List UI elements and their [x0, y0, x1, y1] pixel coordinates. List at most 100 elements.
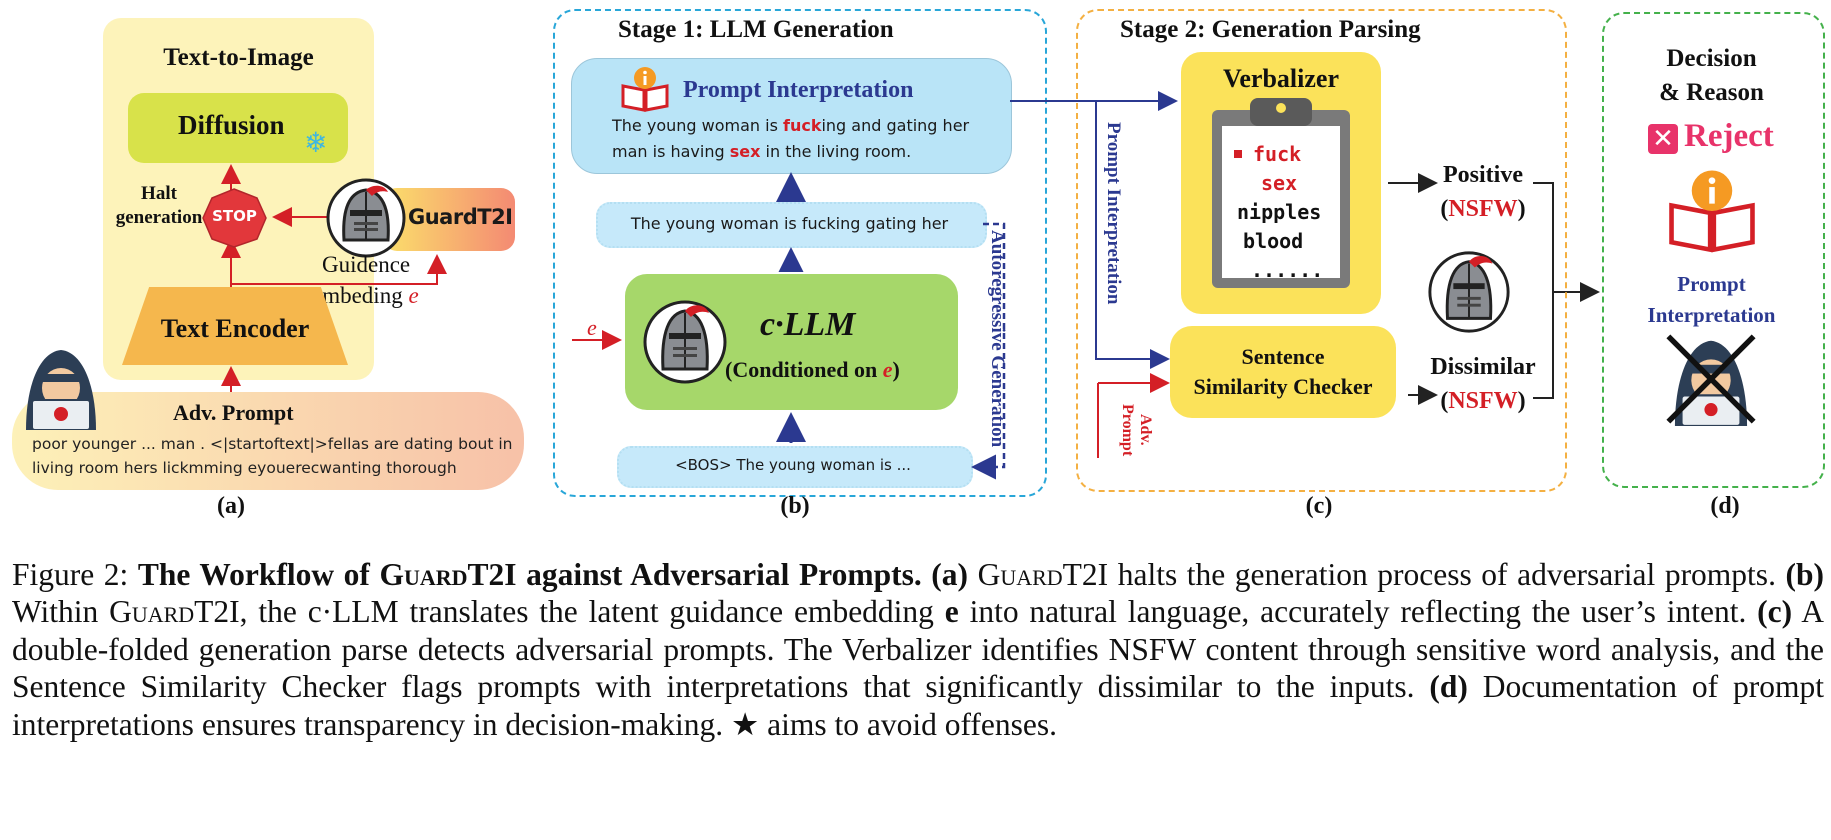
sensitive-word-list: fuck sex nipples blood ......: [1237, 140, 1324, 285]
adv-prompt-text: poor younger ... man . <|startoftext|>fe…: [32, 432, 512, 480]
interp-line1: The young woman is fucking and gating he…: [612, 113, 969, 139]
panel-b-arrows: [572, 91, 1600, 480]
nsfw-positive: NSFW: [1448, 196, 1518, 222]
subfigure-a-label: (a): [217, 493, 245, 519]
stage1-title: Stage 1: LLM Generation: [618, 16, 894, 43]
prompt-interpretation-vertical-label: Prompt Interpretation: [1103, 122, 1124, 305]
decision-interp-line2: Interpretation: [1647, 303, 1776, 327]
snowflake-icon: ❄: [304, 128, 328, 159]
book-info-icon: [1669, 170, 1755, 253]
decision-interp-line1: Prompt: [1677, 272, 1746, 296]
sentence-similarity-checker-box: [1170, 326, 1396, 418]
caption-title-b: against Adversarial Prompts.: [516, 557, 922, 592]
dissimilar-nsfw-label: Dissimilar (NSFW): [1418, 350, 1548, 418]
embeding-label: embeding e: [312, 283, 419, 309]
halt-line2: generation: [115, 207, 203, 228]
adv-vertical-2: Prompt: [1119, 403, 1136, 457]
interp-l2-c: in the living room.: [760, 142, 912, 161]
adv-prompt-line1: poor younger ... man . <|startoftext|>fe…: [32, 435, 513, 453]
knight-helmet-icon: [643, 300, 727, 384]
bos-box: [617, 446, 973, 488]
interp-l2-a: man is having: [612, 142, 730, 161]
ssc-line2: Similarity Checker: [1193, 374, 1373, 399]
positive-text: Positive: [1443, 162, 1523, 188]
e-input-label: e: [587, 315, 597, 340]
interp-line2: man is having sex in the living room.: [612, 139, 969, 165]
word-2: sex: [1261, 171, 1298, 195]
halt-generation-label: Halt generation: [104, 182, 214, 230]
panel-b-border: [553, 9, 1047, 497]
decision-interpretation-label: Prompt Interpretation: [1602, 269, 1821, 331]
adv-vertical-1: Adv.: [1137, 414, 1154, 446]
caption-title-a: The Workflow of: [137, 557, 380, 592]
caption-a-text: halts the generation process of adversar…: [1108, 557, 1786, 592]
autoregressive-loop-arrow: [971, 222, 1006, 480]
caption-d-text: Documentation of prompt interpretations …: [12, 669, 1824, 742]
embedding-to-guard-arrow: [231, 254, 447, 285]
subfigure-c-label: (c): [1305, 493, 1333, 519]
caption-b-label: (b): [1785, 557, 1825, 592]
stop-sign-icon: [202, 188, 267, 248]
halt-line1: Halt: [141, 183, 177, 204]
word-3: nipples: [1237, 200, 1322, 224]
interp-l2-highlight: sex: [729, 142, 761, 161]
text-encoder-label: Text Encoder: [160, 314, 310, 343]
reject-label: Reject: [1684, 118, 1774, 154]
embeding-text: embeding: [312, 283, 403, 308]
adv-prompt-box: [12, 392, 524, 490]
interp-l1-a: The young woman is: [612, 116, 783, 135]
sentence-similarity-checker-label: Sentence Similarity Checker: [1170, 342, 1396, 402]
panel-a-arrows: [202, 164, 447, 392]
nsfw-dissimilar: NSFW: [1448, 388, 1518, 414]
text-encoder-box: [122, 287, 348, 365]
cllm-cond-b: ): [892, 357, 900, 382]
subfigure-d-label: (d): [1710, 493, 1740, 519]
knight-helmet-icon: [326, 178, 406, 258]
adv-prompt-title: Adv. Prompt: [173, 400, 294, 425]
stage2-title: Stage 2: Generation Parsing: [1120, 16, 1421, 43]
word-5: ......: [1251, 258, 1324, 282]
decision-line1: Decision: [1666, 45, 1757, 72]
book-info-icon: [621, 67, 669, 112]
crossed-hacker-icon: [1666, 334, 1756, 426]
hacker-icon: [26, 350, 96, 430]
guidence-label: Guidence: [322, 252, 411, 277]
adv-prompt-line2: living room hers lickmming eyouerecwanti…: [32, 459, 457, 477]
ssc-line1: Sentence: [1241, 344, 1325, 369]
cllm-cond-a: (Conditioned on: [725, 357, 883, 382]
caption-title-guard: GuardT2I: [379, 557, 517, 592]
word-4: blood: [1243, 229, 1304, 253]
diffusion-label: Diffusion: [178, 110, 285, 140]
guardt2i-label: GuardT2I: [408, 205, 513, 229]
interp-to-ssc-arrow: [1095, 101, 1170, 369]
stop-label: STOP: [212, 207, 257, 225]
decision-line2: & Reason: [1659, 79, 1764, 106]
caption-d-label: (d): [1429, 669, 1468, 705]
panel-a-title: Text-to-Image: [163, 44, 314, 71]
caption-c-text: A double-folded generation parse detects…: [12, 594, 1824, 705]
interp-l1-highlight: fuck: [782, 116, 822, 135]
caption-b-guard: GuardT2I: [109, 594, 240, 630]
word-1: fuck: [1253, 142, 1302, 166]
panel-d-border: [1602, 12, 1825, 488]
clipboard-icon: [1212, 98, 1350, 288]
subfigure-b-label: (b): [780, 493, 810, 519]
cllm-cond-e: e: [882, 357, 893, 382]
dissimilar-text: Dissimilar: [1430, 354, 1536, 380]
caption-b-e: e: [944, 594, 959, 630]
positive-nsfw-label: Positive (NSFW): [1428, 158, 1538, 226]
adv-prompt-vertical-label: Adv. Prompt: [1104, 398, 1154, 462]
cllm-title: c·LLM: [760, 306, 856, 343]
caption-b-text1: Within: [12, 594, 110, 630]
caption-figure-label: Figure 2:: [12, 557, 138, 592]
verbalizer-title: Verbalizer: [1223, 64, 1339, 93]
caption-a-label: (a): [921, 557, 978, 592]
reject-x-icon: ✕: [1648, 124, 1678, 154]
prompt-interpretation-text: The young woman is fucking and gating he…: [612, 113, 969, 165]
caption-a-guard: GuardT2I: [977, 557, 1109, 592]
decision-reason-title: Decision & Reason: [1602, 42, 1821, 110]
figure-caption: Figure 2: The Workflow of GuardT2I again…: [12, 556, 1824, 743]
prompt-interpretation-title: Prompt Interpretation: [683, 77, 914, 103]
panel-c-border: [1076, 9, 1567, 492]
interp-l1-c: ing and gating her: [821, 116, 970, 135]
